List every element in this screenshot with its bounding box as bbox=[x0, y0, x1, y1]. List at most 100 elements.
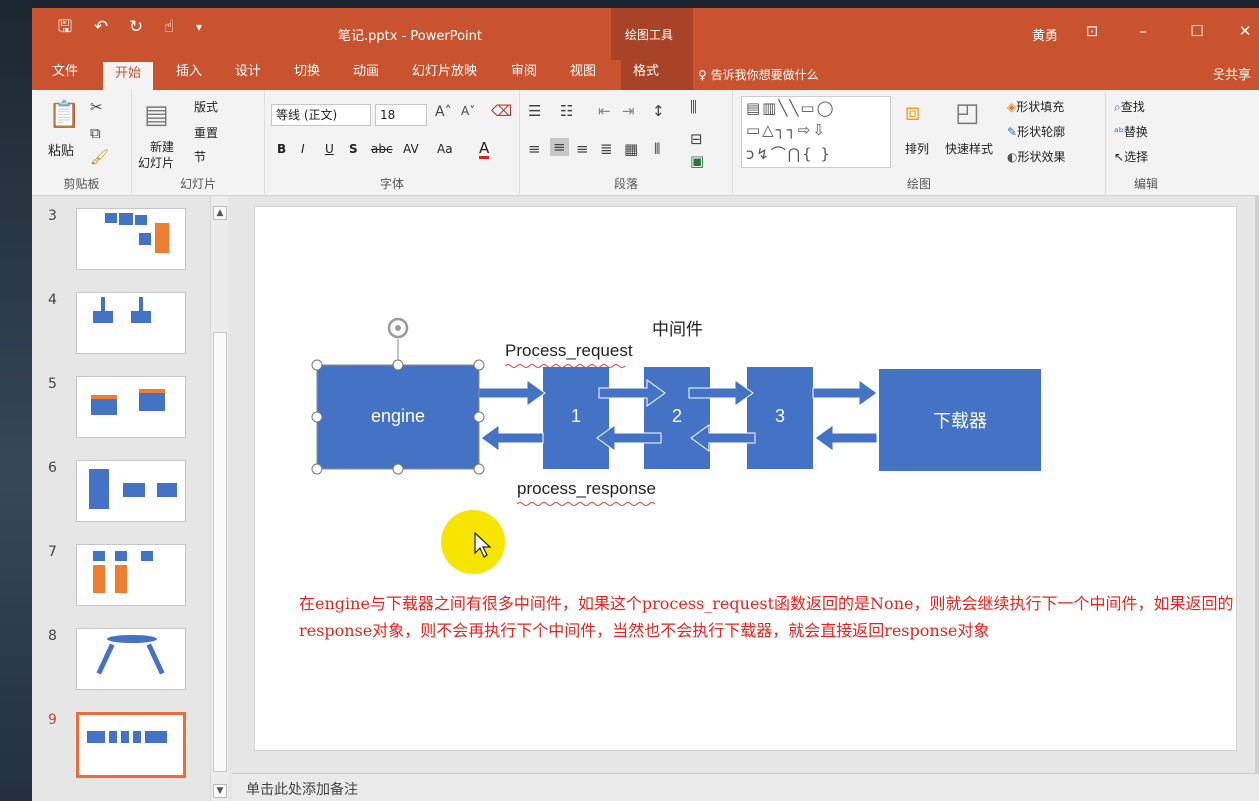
tab-transitions[interactable]: 切换 bbox=[294, 64, 321, 79]
notes-pane[interactable]: 单击此处添加备注 bbox=[232, 773, 1259, 801]
format-painter-icon[interactable]: 🖌 bbox=[90, 148, 110, 166]
undo-icon[interactable]: ↶ bbox=[93, 17, 109, 37]
align-text-icon[interactable]: ⊟ bbox=[690, 130, 703, 148]
explanation-text[interactable]: 在engine与下载器之间有很多中间件，如果这个process_request函… bbox=[299, 594, 1234, 640]
tab-insert[interactable]: 插入 bbox=[176, 64, 203, 79]
bold-button[interactable]: B bbox=[277, 142, 287, 156]
align-right-icon[interactable]: ≡ bbox=[576, 140, 589, 158]
redo-icon[interactable]: ↻ bbox=[128, 17, 144, 37]
slides-group-label: 幻灯片 bbox=[179, 177, 216, 191]
drawing-group-label: 绘图 bbox=[906, 177, 931, 191]
layout-button[interactable]: 版式 bbox=[194, 100, 219, 114]
touch-mode-icon[interactable]: ☝ bbox=[163, 17, 175, 37]
save-icon[interactable]: 🖫 bbox=[57, 17, 73, 37]
tab-home[interactable]: 开始 bbox=[103, 62, 154, 90]
current-slide[interactable]: 中间件 Process_request process_response eng… bbox=[254, 206, 1237, 751]
font-size-select[interactable]: 18 bbox=[375, 104, 427, 126]
minimize-button[interactable]: – bbox=[1139, 22, 1147, 40]
new-slide-label[interactable]: 新建 bbox=[150, 140, 175, 154]
line-spacing-icon[interactable]: ↕ bbox=[652, 102, 665, 120]
increase-indent-icon[interactable]: ⇥ bbox=[622, 102, 635, 120]
slide-thumbnail-5[interactable] bbox=[76, 376, 186, 438]
quick-styles-icon[interactable]: ◰ bbox=[955, 98, 980, 128]
font-group-label: 字体 bbox=[379, 177, 404, 191]
tab-file[interactable]: 文件 bbox=[52, 64, 79, 79]
tab-slideshow[interactable]: 幻灯片放映 bbox=[412, 64, 478, 79]
decrease-indent-icon[interactable]: ⇤ bbox=[598, 102, 611, 120]
shrink-font-icon[interactable]: A˅ bbox=[461, 104, 476, 118]
copy-icon[interactable]: ⧉ bbox=[90, 124, 101, 142]
tab-design[interactable]: 设计 bbox=[235, 64, 262, 79]
middleware-2-box[interactable] bbox=[644, 367, 710, 469]
maximize-button[interactable]: ☐ bbox=[1190, 22, 1204, 40]
middleware-3-box[interactable] bbox=[747, 367, 813, 469]
align-left-icon[interactable]: ≡ bbox=[528, 140, 541, 158]
resize-handles[interactable] bbox=[311, 359, 485, 475]
find-icon: ⌕ bbox=[1114, 100, 1121, 114]
find-button[interactable]: ⌕查找 bbox=[1114, 98, 1145, 115]
thumbnail-scrollbar[interactable]: ▲ ▼ bbox=[210, 196, 228, 801]
ribbon-display-icon[interactable]: ⊡ bbox=[1085, 22, 1099, 40]
engine-box[interactable] bbox=[317, 365, 479, 469]
scroll-up-icon[interactable]: ▲ bbox=[213, 206, 227, 220]
rotate-handle-icon[interactable] bbox=[387, 317, 409, 339]
tab-review[interactable]: 审阅 bbox=[511, 64, 538, 79]
shape-effects-button[interactable]: ◐形状效果 bbox=[1007, 148, 1066, 165]
justify-icon[interactable]: ≣ bbox=[600, 140, 613, 158]
tab-animations[interactable]: 动画 bbox=[353, 64, 380, 79]
new-slide-label-2[interactable]: 幻灯片 bbox=[138, 156, 175, 170]
slide-number: 5 bbox=[48, 376, 57, 392]
clear-format-icon[interactable]: ⌫ bbox=[491, 102, 513, 120]
bullets-icon[interactable]: ☰ bbox=[528, 102, 542, 120]
response-arrow bbox=[480, 424, 544, 452]
section-button[interactable]: 节 bbox=[194, 150, 207, 164]
slide-thumbnail-6[interactable] bbox=[76, 460, 186, 522]
align-center-icon[interactable]: ≡ bbox=[550, 138, 569, 156]
paste-icon[interactable]: 📋 bbox=[48, 100, 81, 130]
underline-button[interactable]: U bbox=[325, 142, 334, 156]
new-slide-icon[interactable]: ▤ bbox=[144, 100, 169, 130]
font-face-select[interactable]: 等线 (正文) bbox=[271, 104, 371, 126]
user-name[interactable]: 黄勇 bbox=[1032, 29, 1059, 44]
grow-font-icon[interactable]: A˄ bbox=[435, 104, 452, 120]
slide-thumbnail-3[interactable] bbox=[76, 208, 186, 270]
numbering-icon[interactable]: ☷ bbox=[560, 102, 574, 120]
slide-thumbnail-7[interactable] bbox=[76, 544, 186, 606]
scrollbar-thumb[interactable] bbox=[213, 332, 227, 772]
middleware-1-box[interactable] bbox=[543, 367, 609, 469]
tab-format[interactable]: 格式 bbox=[621, 60, 693, 90]
font-color-button[interactable]: A bbox=[479, 139, 490, 159]
reset-button[interactable]: 重置 bbox=[194, 126, 219, 140]
cut-icon[interactable]: ✂ bbox=[90, 98, 103, 116]
scroll-down-icon[interactable]: ▼ bbox=[213, 784, 227, 798]
char-spacing-button[interactable]: AV bbox=[403, 142, 419, 156]
quick-styles-label[interactable]: 快速样式 bbox=[945, 142, 994, 156]
shadow-button[interactable]: S bbox=[349, 142, 358, 156]
replace-button[interactable]: ᵃᵇ替换 bbox=[1114, 123, 1148, 140]
arrange-icon[interactable]: ⧈ bbox=[905, 98, 921, 126]
slide-number: 4 bbox=[48, 292, 57, 308]
paste-label[interactable]: 粘贴 bbox=[48, 144, 75, 159]
slide-editor: 中间件 Process_request process_response eng… bbox=[232, 196, 1259, 773]
distributed-icon[interactable]: ▦ bbox=[624, 140, 639, 158]
shapes-gallery[interactable]: ▤▥╲╲▭◯ ▭△┐┐⇨⇩ ↄ↯⌒⋂{ } bbox=[741, 96, 891, 168]
tell-me-search[interactable]: ♀ 告诉我你想要做什么 bbox=[698, 66, 819, 83]
strikethrough-button[interactable]: abc bbox=[371, 142, 393, 156]
slide-thumbnail-8[interactable] bbox=[76, 628, 186, 690]
share-button[interactable]: 웃共享 bbox=[1213, 64, 1251, 83]
arrange-label[interactable]: 排列 bbox=[905, 142, 930, 156]
slide-thumbnail-4[interactable] bbox=[76, 292, 186, 354]
close-button[interactable]: ✕ bbox=[1238, 22, 1252, 40]
downloader-box[interactable] bbox=[879, 369, 1041, 471]
tab-view[interactable]: 视图 bbox=[570, 64, 597, 79]
columns-icon[interactable]: ⫴ bbox=[654, 140, 661, 158]
shape-outline-button[interactable]: ✎形状轮廓 bbox=[1007, 123, 1065, 140]
select-button[interactable]: ↖选择 bbox=[1114, 148, 1148, 165]
customize-qat-icon[interactable]: ▾ bbox=[195, 20, 203, 34]
italic-button[interactable]: I bbox=[301, 142, 305, 156]
slide-thumbnail-9[interactable] bbox=[76, 712, 186, 778]
smartart-icon[interactable]: ▣ bbox=[690, 152, 705, 170]
change-case-button[interactable]: Aa bbox=[437, 142, 453, 156]
shape-fill-button[interactable]: ◈形状填充 bbox=[1007, 98, 1064, 115]
text-direction-icon[interactable]: ⫼ bbox=[690, 98, 697, 116]
